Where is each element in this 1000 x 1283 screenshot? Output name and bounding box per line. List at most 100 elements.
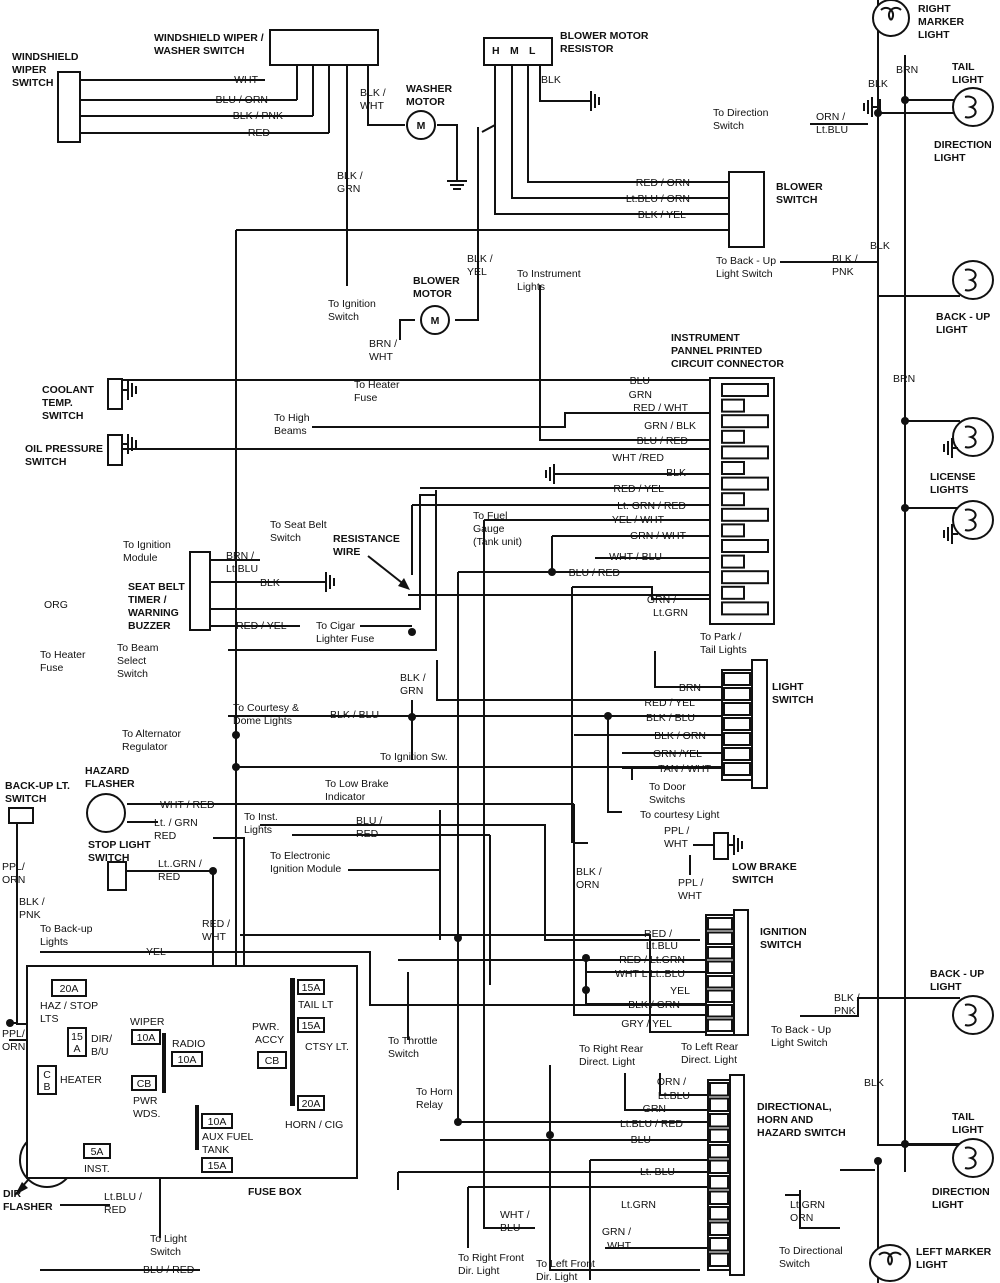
label-labels-to-courtesy-0: To Courtesy & [233, 702, 299, 714]
label-labels-to-park-1: Tail Lights [700, 644, 747, 656]
fuse-aux-label-1: AUX FUEL [202, 1131, 254, 1143]
label-ipc-wires-2: RED / WHT [633, 402, 688, 414]
directional-slot [709, 1097, 729, 1112]
label-components-washer-motor-1: MOTOR [406, 96, 445, 108]
label-labels-blk-pnk-3-0: BLK / [834, 992, 860, 1004]
label-labels-to-light-sw-0: To Light [150, 1233, 187, 1245]
label-labels-to-dir-sw-2-0: To Directional [779, 1245, 843, 1257]
fuse-inst-label-1: INST. [84, 1163, 110, 1175]
light-switch-slot [723, 702, 751, 716]
blower-resistor-box [483, 37, 553, 66]
fuse-aux: 10A [208, 1116, 227, 1128]
label-components-wiper-switch-1: WIPER [12, 64, 47, 76]
label-labels-to-left-front-1: Dir. Light [536, 1271, 578, 1283]
label-blower-wires-0: RED / ORN [636, 177, 690, 189]
label-components-tail-light-top-0: TAIL [952, 61, 975, 73]
label-labels-blk-pnk-1: PNK [832, 266, 854, 278]
label-ignition-wires-1: Lt.BLU [646, 940, 678, 952]
fuse-ctsy-label: CTSY LT. [305, 1041, 349, 1053]
label-labels-to-backup-lights-1: Lights [40, 936, 68, 948]
label-labels-blu-red-mid-1: RED [356, 828, 379, 840]
label-labels-to-throttle-1: Switch [388, 1048, 419, 1060]
label-components-oil-0: OIL PRESSURE [25, 443, 103, 455]
label-components-left-marker-1: LIGHT [916, 1259, 948, 1271]
label-labels-ltgrn-red-0: Lt. / GRN [154, 817, 198, 829]
ignition-slot [707, 946, 733, 960]
wiper-washer-switch-box [269, 29, 379, 66]
ground-icon [943, 524, 958, 544]
light-switch-slot [723, 732, 751, 746]
label-labels-ltgrn-red-2-0: Lt..GRN / [158, 858, 202, 870]
directional-slot [709, 1159, 729, 1174]
label-components-ipc-0: INSTRUMENT [671, 332, 740, 344]
label-labels-to-right-rear-0: To Right Rear [579, 1043, 644, 1055]
label-components-backup-light-bottom-0: BACK - UP [930, 968, 984, 980]
label-labels-to-cigar-1: Lighter Fuse [316, 633, 375, 645]
label-labels-to-fuel-1: Gauge [473, 523, 505, 535]
label-components-directional-1: HORN AND [757, 1114, 814, 1126]
label-ipc-wires-9: YEL / WHT [612, 514, 665, 526]
label-labels-blk-r1: BLK [868, 78, 888, 90]
fuse-pwr-wds-label-2: WDS. [133, 1108, 160, 1120]
ipc-slot [721, 414, 769, 429]
label-components-direction-light-top-0: DIRECTION [934, 139, 992, 151]
ground-icon [545, 464, 560, 484]
light-switch-slot [723, 717, 751, 731]
fuse-tail: 15A [302, 982, 321, 994]
label-labels-to-left-rear-1: Direct. Light [681, 1054, 737, 1066]
ignition-slot [707, 960, 733, 974]
label-components-low-brake-1: SWITCH [732, 874, 773, 886]
label-labels-to-ign-module-0: To Ignition [123, 539, 171, 551]
label-labels-to-light-sw-1: Switch [150, 1246, 181, 1258]
label-labels-to-heater-fuse-2-1: Fuse [40, 662, 64, 674]
label-labels-blk-pnk-0: BLK / [832, 253, 858, 265]
label-ipc-wires-12: BLU / RED [569, 567, 621, 579]
directional-slot [709, 1128, 729, 1143]
label-directional-wires-3: Lt.BLU / RED [620, 1118, 683, 1130]
label-components-right-marker-1: MARKER [918, 16, 964, 28]
label-components-right-marker-0: RIGHT [918, 3, 951, 15]
ignition-slot [707, 989, 733, 1003]
label-components-seat-belt-0: SEAT BELT [128, 581, 185, 593]
label-components-resistance-wire-0: RESISTANCE [333, 533, 400, 545]
label-components-ipc-2: CIRCUIT CONNECTOR [671, 358, 784, 370]
label-labels-to-heater-fuse-1: Fuse [354, 392, 378, 404]
label-labels-blk-grn-mid-0: BLK / [400, 672, 426, 684]
label-components-backup-light-bottom-1: LIGHT [930, 981, 962, 993]
label-wiper-wires-3: RED [248, 127, 271, 139]
label-blower-wires-2: BLK / YEL [638, 209, 686, 221]
label-labels-to-dir-sw-2-1: Switch [779, 1258, 810, 1270]
label-labels-ltgrn-red-2-1: RED [158, 871, 181, 883]
label-labels-ppl-orn-1: ORN [2, 874, 25, 886]
label-ipc-wires-3: GRN / BLK [644, 420, 696, 432]
light-switch-slot [723, 672, 751, 686]
label-light-switch-wires-4: GRN /YEL [653, 748, 702, 760]
label-ipc-wires-14: Lt.GRN [653, 607, 688, 619]
label-components-directional-0: DIRECTIONAL, [757, 1101, 832, 1113]
label-components-wiper-switch-0: WINDSHIELD [12, 51, 79, 63]
label-ignition-wires-5: BLK / GRN [628, 999, 680, 1011]
label-labels-to-dir-sw-0: To Direction [713, 107, 769, 119]
label-components-license-0: LICENSE [930, 471, 976, 483]
label-labels-to-fuel-0: To Fuel [473, 510, 507, 522]
blower-motor-symbol: M [431, 315, 440, 327]
ground-icon [943, 438, 958, 458]
directional-slot [709, 1221, 729, 1236]
fuse-horn-label: HORN / CIG [285, 1119, 343, 1131]
label-labels-to-left-rear-0: To Left Rear [681, 1041, 739, 1053]
directional-slot [709, 1175, 729, 1190]
fuse-heater-b: B [43, 1081, 50, 1093]
label-labels-blk-blu-mid: BLK / BLU [330, 709, 379, 721]
label-labels-blk-r3: BLK [864, 1077, 884, 1089]
label-labels-orn: ORG [44, 599, 68, 611]
ground-icon [728, 835, 743, 855]
label-labels-red-wht-0: RED / [202, 918, 230, 930]
hazard-flasher-circle [86, 793, 126, 833]
fuse-haz-stop-label-2: LTS [40, 1013, 58, 1025]
fuse-dir-bu-2: A [73, 1043, 80, 1055]
label-components-seat-belt-1: TIMER / [128, 594, 167, 606]
label-components-tail-light-bottom-0: TAIL [952, 1111, 975, 1123]
label-ipc-wires-0: BLU [630, 375, 650, 387]
